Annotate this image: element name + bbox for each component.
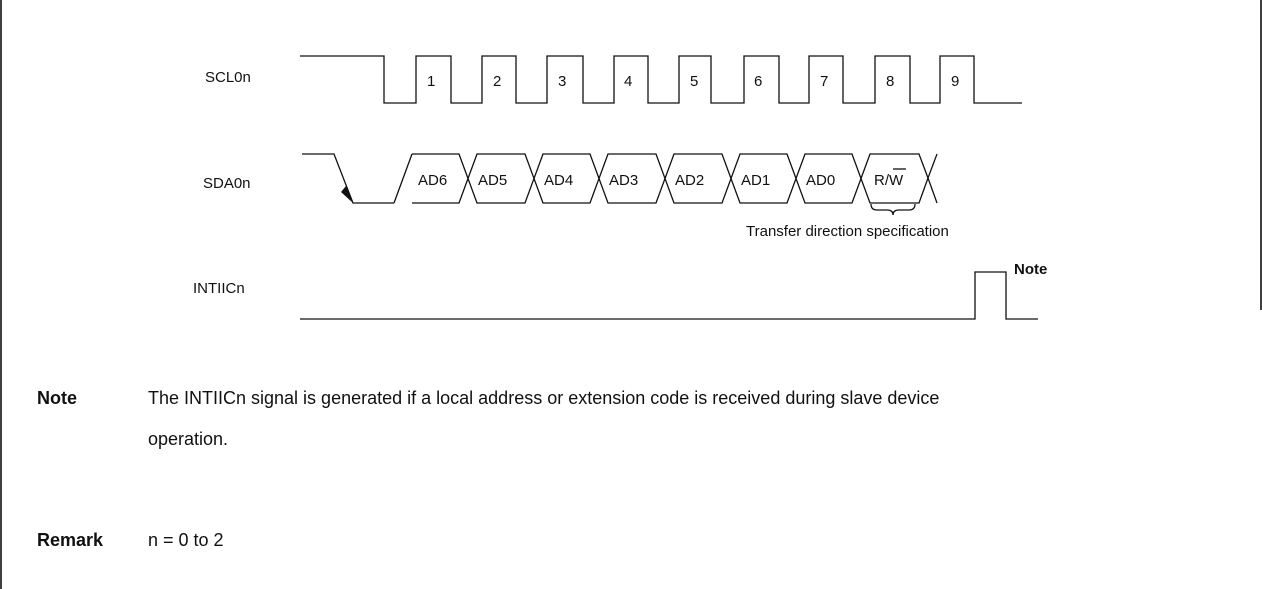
intr-waveform	[300, 271, 1038, 320]
remark-label: Remark	[37, 530, 104, 550]
timing-diagram: SCL0n SDA0n INTIICn 1 2 3 4 5 6 7 8 9 AD…	[193, 55, 1047, 320]
sda-waveform	[302, 153, 938, 204]
sda-label: SDA0n	[203, 175, 251, 192]
clock-pulse-label: 6	[754, 73, 762, 90]
scl-waveform	[300, 55, 1022, 104]
clock-pulse-label: 4	[624, 73, 632, 90]
note-text-line1: The INTIICn signal is generated if a loc…	[148, 388, 940, 408]
address-bit-label: AD3	[609, 172, 638, 189]
address-bit-label: AD4	[544, 172, 573, 189]
brace-label: Transfer direction specification	[746, 223, 949, 240]
rw-overbar-letter: W	[889, 172, 904, 189]
clock-pulse-labels: 1 2 3 4 5 6 7 8 9	[427, 73, 959, 90]
note-text-line2: operation.	[148, 429, 229, 449]
clock-pulse-label: 2	[493, 73, 501, 90]
start-condition-arrow	[341, 186, 353, 203]
rw-bit-label: R/W	[874, 172, 904, 189]
clock-pulse-label: 8	[886, 73, 894, 90]
note-label: Note	[37, 388, 77, 408]
clock-pulse-label: 7	[820, 73, 828, 90]
address-bit-label: AD2	[675, 172, 704, 189]
clock-pulse-label: 1	[427, 73, 435, 90]
address-bit-label: AD5	[478, 172, 507, 189]
clock-pulse-label: 9	[951, 73, 959, 90]
intr-label: INTIICn	[193, 280, 245, 297]
scl-label: SCL0n	[205, 69, 251, 86]
address-bit-labels: AD6 AD5 AD4 AD3 AD2 AD1 AD0	[418, 172, 835, 189]
clock-pulse-label: 3	[558, 73, 566, 90]
remark-text: n = 0 to 2	[148, 530, 224, 550]
transfer-direction-brace	[870, 203, 916, 216]
intr-note-tag: Note	[1014, 261, 1047, 278]
address-bit-label: AD6	[418, 172, 447, 189]
address-bit-label: AD1	[741, 172, 770, 189]
clock-pulse-label: 5	[690, 73, 698, 90]
address-bit-label: AD0	[806, 172, 835, 189]
